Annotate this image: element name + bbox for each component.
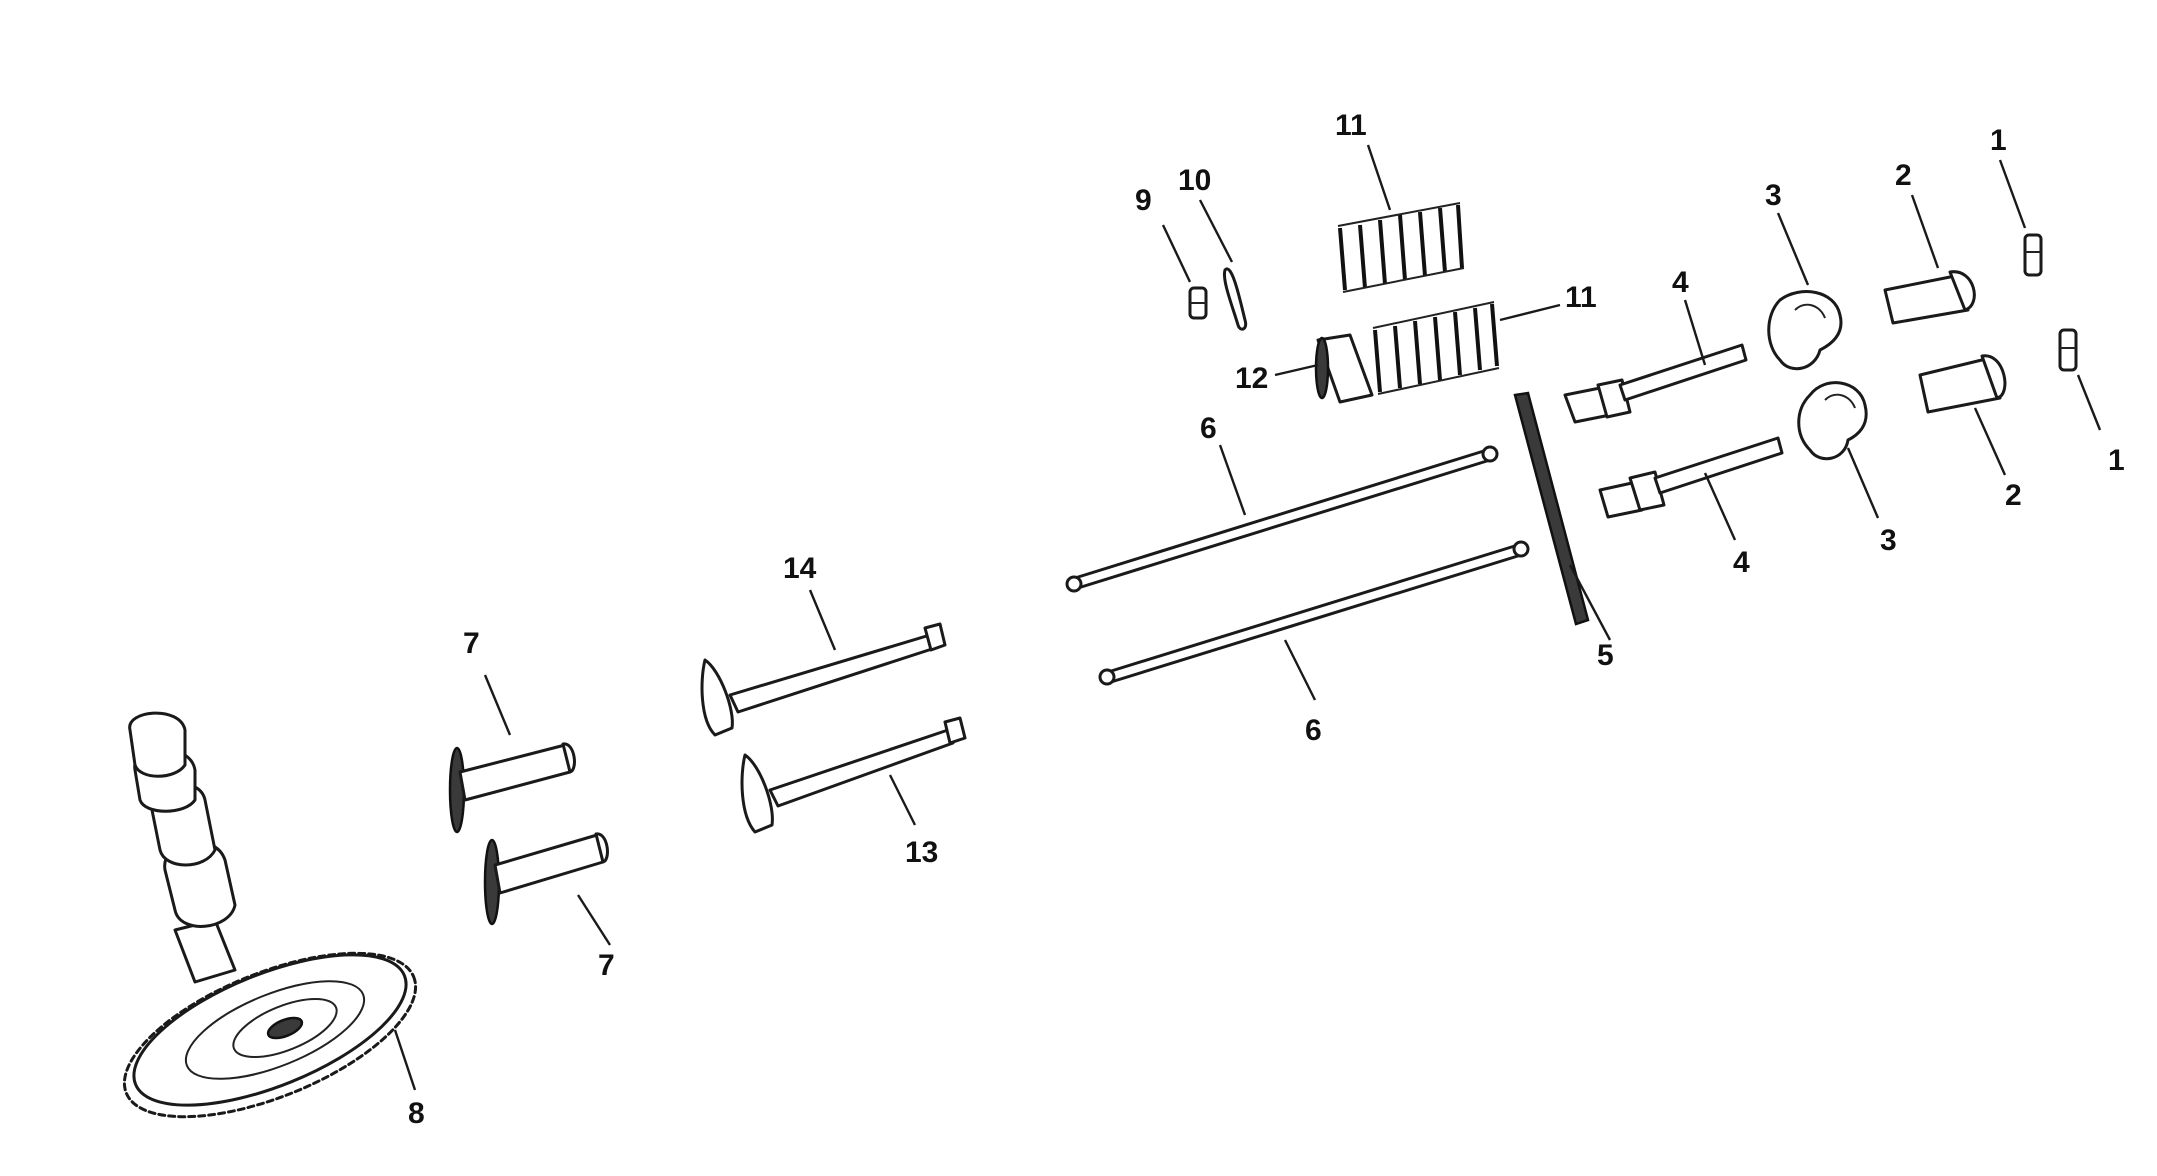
valve-spring-part — [1372, 301, 1500, 395]
tappet-part — [448, 742, 576, 834]
camshaft-gear-part — [122, 711, 418, 1119]
leader-7a — [483, 674, 512, 736]
callout-7a: 7 — [463, 627, 480, 660]
callout-7b: 7 — [598, 949, 615, 982]
callout-3a: 3 — [1765, 179, 1782, 212]
leader-6b — [1283, 639, 1317, 701]
callout-4b: 4 — [1733, 546, 1750, 579]
spring-retainer-part — [1222, 267, 1248, 331]
valve-cap-part — [1918, 354, 2007, 414]
callout-10: 10 — [1178, 164, 1211, 197]
intake-valve-part — [740, 716, 967, 834]
callout-labels: 1 1 2 2 3 3 4 4 5 6 6 7 7 8 9 10 11 11 1… — [408, 109, 2125, 1130]
leader-lines — [393, 144, 2102, 1091]
callout-14: 14 — [783, 552, 817, 585]
leader-10 — [1198, 199, 1234, 263]
callout-4a: 4 — [1672, 266, 1689, 299]
nut-part — [2058, 328, 2078, 372]
valve-cap-part — [1883, 270, 1976, 325]
callout-2b: 2 — [2005, 479, 2022, 512]
pushrod-part — [1065, 445, 1499, 593]
leader-3a — [1776, 212, 1810, 286]
leader-11b — [1499, 303, 1561, 322]
tappet-part — [483, 832, 609, 926]
leader-4b — [1703, 472, 1737, 541]
gasket-part — [1513, 391, 1590, 626]
callout-2a: 2 — [1895, 159, 1912, 192]
leader-11a — [1366, 144, 1392, 211]
callout-1b: 1 — [2108, 444, 2125, 477]
callout-8: 8 — [408, 1097, 425, 1130]
rocker-arm-part — [1767, 290, 1843, 371]
spring-seat-part — [1314, 333, 1374, 404]
callout-5: 5 — [1597, 639, 1614, 672]
leader-14 — [808, 589, 837, 651]
leader-5 — [1568, 564, 1612, 641]
leader-1b — [2076, 374, 2102, 431]
callout-6a: 6 — [1200, 412, 1217, 445]
leader-4a — [1683, 299, 1707, 366]
callout-3b: 3 — [1880, 524, 1897, 557]
callout-13: 13 — [905, 836, 938, 869]
leader-8 — [393, 1029, 417, 1091]
rocker-shaft-part — [1563, 343, 1748, 424]
rocker-shaft-part — [1598, 436, 1784, 519]
callout-11b: 11 — [1565, 281, 1597, 314]
leader-12 — [1274, 363, 1319, 377]
callout-9: 9 — [1135, 184, 1152, 217]
leader-7b — [576, 894, 612, 946]
rocker-arm-part — [1797, 381, 1868, 461]
valve-spring-part — [1337, 202, 1465, 293]
nut-part — [2023, 233, 2043, 277]
pushrod-part — [1098, 540, 1530, 686]
leader-6a — [1218, 444, 1247, 516]
leader-2a — [1910, 194, 1940, 269]
exhaust-valve-part — [700, 622, 947, 737]
leader-3b — [1846, 447, 1880, 519]
leader-13 — [888, 774, 917, 826]
valve-keeper-part — [1188, 286, 1208, 320]
callout-11a: 11 — [1335, 109, 1367, 142]
leader-1a — [1998, 159, 2027, 229]
callout-12: 12 — [1235, 362, 1268, 395]
leader-2b — [1973, 407, 2007, 476]
callout-1a: 1 — [1990, 124, 2007, 157]
callout-6b: 6 — [1305, 714, 1322, 747]
leader-9 — [1161, 224, 1192, 283]
